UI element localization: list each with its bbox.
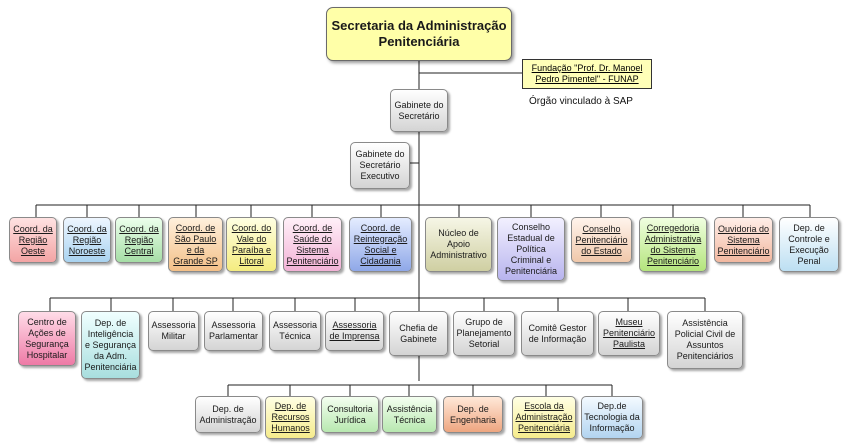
grupo-planejamento-box: Grupo de Planejamento Setorial [453,311,515,356]
assessoria-militar-label: Assessoria Militar [151,320,196,341]
coord-saude-box[interactable]: Coord. de Saúde do Sistema Penitenciário [283,217,342,272]
assessoria-parlamentar-box: Assessoria Parlamentar [204,311,263,351]
ouvidoria-box[interactable]: Ouvidoria do Sistema Penitenciário [714,217,773,263]
gabinete-secretario-box: Gabinete do Secretário [390,89,448,132]
dep-inteligencia-label: Dep. de Inteligência e Segurança da Adm.… [84,317,137,372]
comite-gestor-box: Comitê Gestor de Informação [521,311,594,356]
centro-acoes-seguranca-box: Centro de Ações de Segurança Hospitalar [18,311,76,366]
conselho-politica-criminal-label: Conselho Estadual de Política Criminal e… [504,221,558,276]
corregedoria-link[interactable]: Corregedoria Administrativa do Sistema P… [644,222,702,266]
assessoria-imprensa-link[interactable]: Assessoria de Imprensa [329,320,380,341]
nucleo-apoio-label: Núcleo de Apoio Administrativo [430,228,487,260]
coord-regiao-oeste-link[interactable]: Coord. da Região Oeste [13,223,53,256]
assessoria-tecnica-box: Assessoria Técnica [269,311,321,351]
gabinete-secretario-label: Gabinete do Secretário [394,99,444,121]
gabinete-executivo-label: Gabinete do Secretário Executivo [355,149,405,181]
assistencia-tecnica-box: Assistência Técnica [382,396,437,433]
secretaria-box: Secretaria da Administração Penitenciári… [326,7,512,61]
dep-engenharia-label: Dep. de Engenharia [449,403,497,425]
dep-controle-execucao-label: Dep. de Controle e Execução Penal [788,222,830,266]
chefia-gabinete-label: Chefia de Gabinete [399,322,438,344]
assessoria-tecnica-label: Assessoria Técnica [272,320,317,341]
funap-box[interactable]: Fundação "Prof. Dr. Manoel Pedro Pimente… [522,59,652,89]
corregedoria-box[interactable]: Corregedoria Administrativa do Sistema P… [639,217,707,272]
chefia-gabinete-box: Chefia de Gabinete [389,311,448,356]
coord-regiao-oeste-box[interactable]: Coord. da Região Oeste [9,217,57,263]
dep-controle-execucao-box: Dep. de Controle e Execução Penal [779,217,839,272]
assessoria-imprensa-box[interactable]: Assessoria de Imprensa [325,311,384,351]
conselho-penitenciario-link[interactable]: Conselho Penitenciário do Estado [575,223,628,256]
coord-sao-paulo-link[interactable]: Coord. de São Paulo e da Grande SP [173,222,218,266]
dep-tecnologia-box: Dep.de Tecnologia da Informação [581,396,643,439]
coord-vale-paraiba-link[interactable]: Coord. do Vale do Paraíba e Litoral [231,222,272,266]
coord-sao-paulo-box[interactable]: Coord. de São Paulo e da Grande SP [168,217,223,272]
consultoria-juridica-label: Consultoria Jurídica [327,403,373,425]
coord-vale-paraiba-box[interactable]: Coord. do Vale do Paraíba e Litoral [226,217,277,272]
escola-administracao-box[interactable]: Escola da Administração Penitenciária [512,396,576,439]
consultoria-juridica-box: Consultoria Jurídica [321,396,379,433]
conselho-politica-criminal-box: Conselho Estadual de Política Criminal e… [497,217,565,281]
funap-link[interactable]: Fundação "Prof. Dr. Manoel Pedro Pimente… [531,63,643,84]
assistencia-policial-box: Assistência Policial Civil de Assuntos P… [667,311,743,369]
museu-penitenciario-box[interactable]: Museu Penitenciário Paulista [598,311,660,356]
ouvidoria-link[interactable]: Ouvidoria do Sistema Penitenciário [717,223,770,256]
nucleo-apoio-box: Núcleo de Apoio Administrativo [425,217,492,272]
dep-recursos-humanos-box[interactable]: Dep. de Recursos Humanos [265,396,316,439]
coord-reintegracao-link[interactable]: Coord. de Reintegração Social e Cidadani… [353,222,408,266]
coord-saude-link[interactable]: Coord. de Saúde do Sistema Penitenciário [286,222,339,266]
coord-regiao-central-box[interactable]: Coord. da Região Central [115,217,163,263]
dep-administracao-label: Dep. de Administração [199,403,257,425]
escola-administracao-link[interactable]: Escola da Administração Penitenciária [515,401,573,433]
assessoria-militar-box: Assessoria Militar [148,311,199,351]
dep-tecnologia-label: Dep.de Tecnologia da Informação [584,401,640,433]
coord-regiao-noroeste-link[interactable]: Coord. da Região Noroeste [67,223,107,256]
assessoria-parlamentar-label: Assessoria Parlamentar [208,320,259,341]
dep-recursos-humanos-link[interactable]: Dep. de Recursos Humanos [271,401,310,433]
centro-acoes-seguranca-label: Centro de Ações de Segurança Hospitalar [25,316,69,360]
funap-note: Órgão vinculado à SAP [529,96,633,107]
gabinete-executivo-box: Gabinete do Secretário Executivo [350,142,410,189]
comite-gestor-label: Comitê Gestor de Informação [528,322,587,344]
museu-penitenciario-link[interactable]: Museu Penitenciário Paulista [602,317,656,349]
dep-inteligencia-box: Dep. de Inteligência e Segurança da Adm.… [81,311,140,379]
conselho-penitenciario-box[interactable]: Conselho Penitenciário do Estado [571,217,632,263]
coord-regiao-central-link[interactable]: Coord. da Região Central [119,223,159,256]
dep-administracao-box: Dep. de Administração [195,396,261,433]
dep-engenharia-box: Dep. de Engenharia [443,396,503,433]
assistencia-policial-label: Assistência Policial Civil de Assuntos P… [674,318,736,361]
grupo-planejamento-label: Grupo de Planejamento Setorial [456,317,512,349]
secretaria-label: Secretaria da Administração Penitenciári… [331,18,507,49]
coord-reintegracao-box[interactable]: Coord. de Reintegração Social e Cidadani… [349,217,412,272]
coord-regiao-noroeste-box[interactable]: Coord. da Região Noroeste [63,217,111,263]
assistencia-tecnica-label: Assistência Técnica [386,403,433,425]
